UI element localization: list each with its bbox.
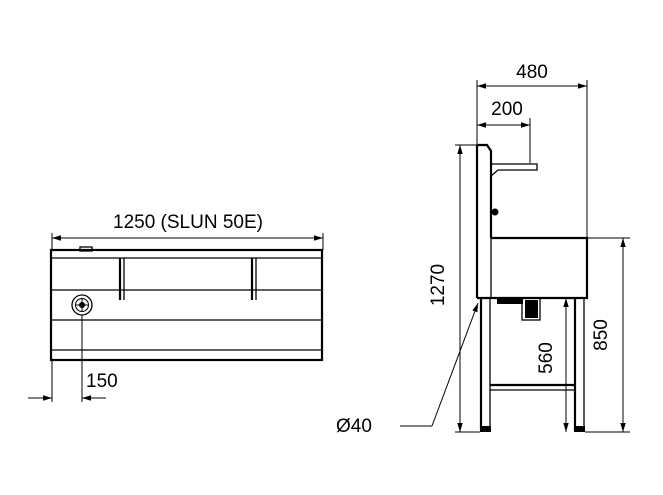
shelf-label: 200 [491,99,523,120]
pipe-diameter-label: Ø40 [336,416,372,437]
front-width-label: 1250 (SLUN 50E) [113,212,263,233]
basin-outline [477,236,589,300]
front-body-outline [49,248,324,362]
wall-fixing-icon [491,208,499,216]
foot-right [574,426,585,432]
foot-left [480,426,491,432]
faucet-spout-left [118,258,125,300]
drain-fitting-icon [497,297,541,321]
side-view: 480 200 1270 [336,62,630,437]
total-height-label: 1270 [428,264,449,306]
front-view: 1250 (SLUN 50E) 150 [28,212,324,402]
basin-height-label: 850 [591,319,612,351]
frame-height-label: 560 [536,342,557,374]
drain-offset-label: 150 [86,371,118,392]
back-panel [475,143,493,298]
front-top-nub [79,246,93,252]
drain-icon [71,294,93,316]
faucet-spout-right [250,258,257,300]
shelf-bracket [490,163,538,177]
pipe-leader-diagonal [431,302,479,427]
depth-label: 480 [516,62,548,83]
